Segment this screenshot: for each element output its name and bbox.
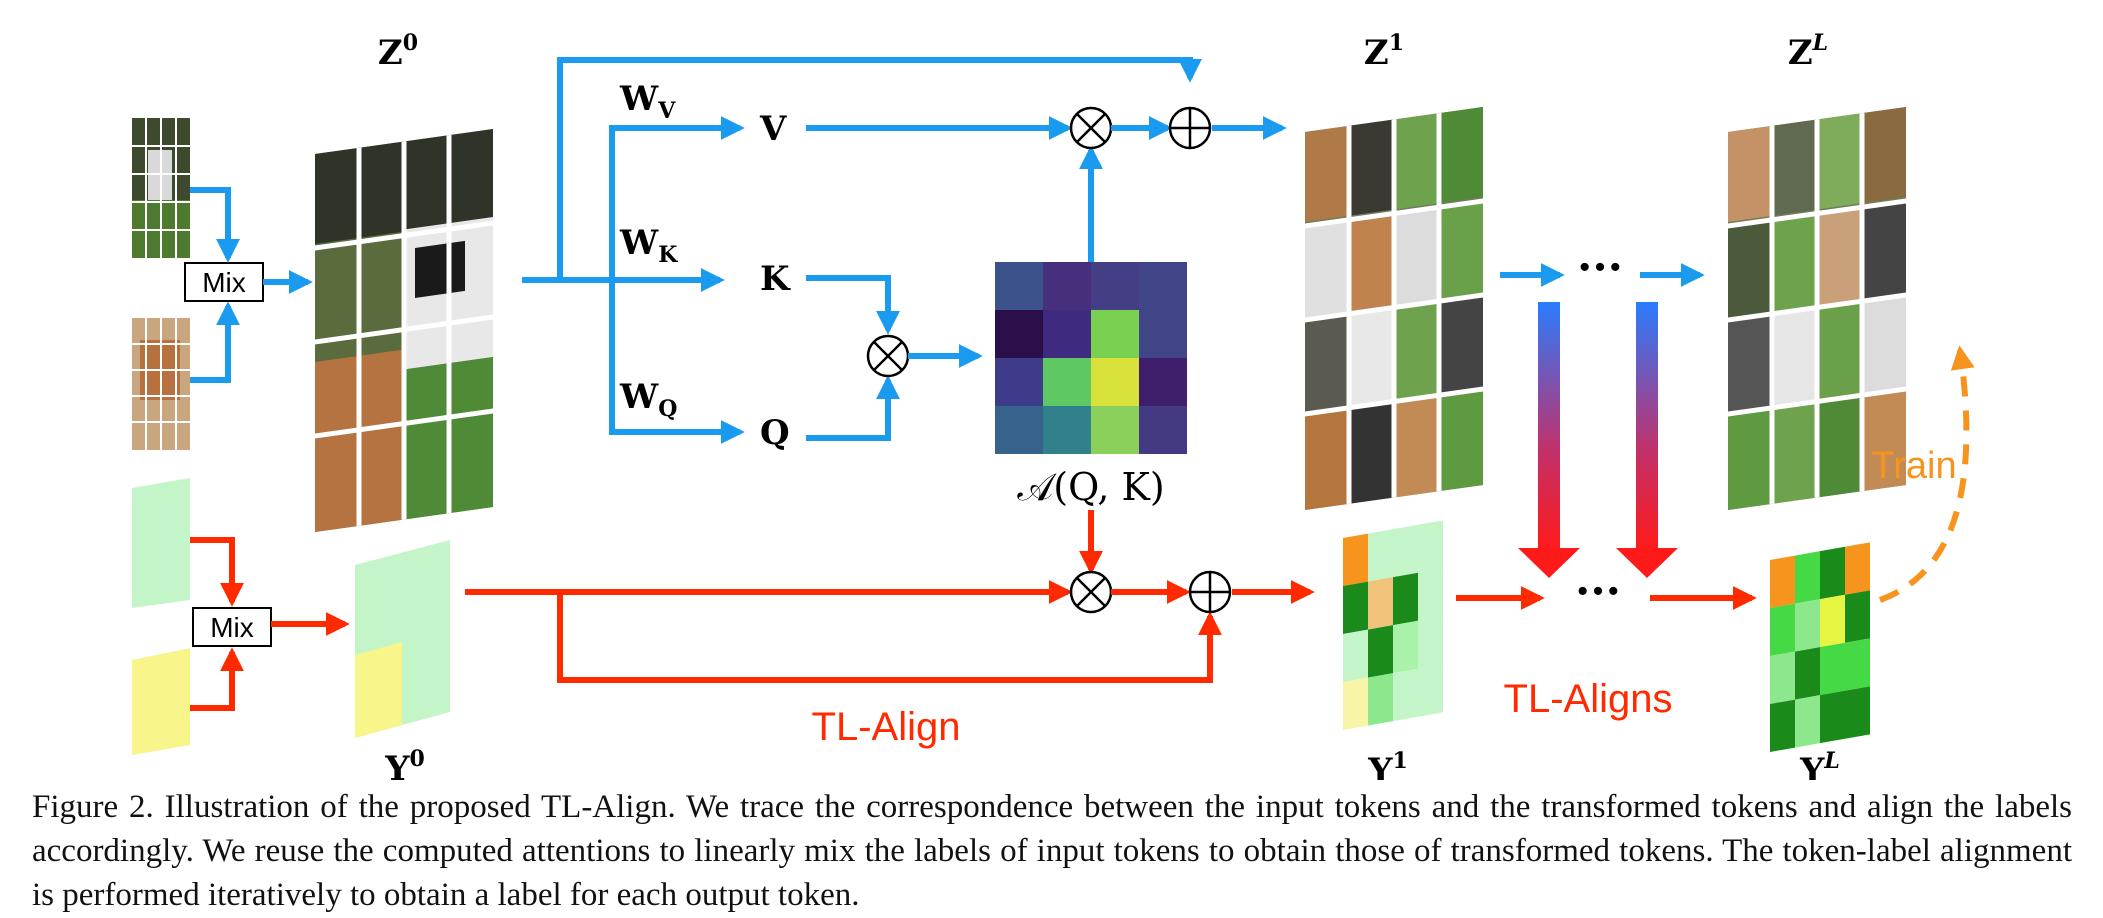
dots-top: ··· (1577, 242, 1623, 293)
v-label: V (759, 109, 787, 149)
arrow-cat-to-mix (190, 301, 240, 383)
train-label: Train (1871, 445, 1956, 487)
svg-text:WQ: WQ (619, 377, 677, 422)
zl-sup: L (1812, 30, 1828, 56)
arrow-dog-to-mix (190, 187, 240, 263)
mix-label-bottom: Mix (210, 612, 254, 643)
figure-diagram: Mix Z0 WV WK WQ V K Q (132, 30, 1975, 791)
wv-label: W (619, 79, 659, 119)
figure-caption: Figure 2. Illustration of the proposed T… (32, 785, 2072, 917)
y1-sup: 1 (1392, 748, 1407, 774)
wv-sub: V (657, 98, 676, 124)
svg-text:ZL: ZL (1788, 30, 1828, 73)
otimes-bottom (1069, 570, 1113, 614)
arrow-to-v (609, 116, 745, 280)
arrow-green-to-mix (190, 537, 244, 607)
gradient-arrow-right (1616, 302, 1678, 578)
svg-text:Z0: Z0 (378, 30, 418, 73)
y0-label: Y (384, 749, 410, 780)
mix-box-bottom: Mix (192, 607, 272, 647)
wq-sub: Q (658, 396, 677, 422)
label-y0 (355, 540, 450, 738)
svg-text:YL: YL (1799, 748, 1840, 780)
z1-sup: 1 (1389, 30, 1404, 56)
input-label-green (132, 478, 190, 608)
z0-label: Z (378, 33, 403, 73)
token-grid-zl (1728, 106, 1906, 510)
z1-label: Z (1364, 33, 1389, 73)
mix-label-top: Mix (202, 267, 246, 298)
token-grid-z0 (315, 128, 493, 532)
svg-text:Y1: Y1 (1367, 748, 1408, 780)
zl-label: Z (1788, 33, 1813, 73)
yl-label: Y (1799, 751, 1825, 780)
caption-text: Illustration of the proposed TL-Align. W… (32, 789, 2073, 913)
k-label: K (760, 259, 791, 299)
mix-box-top: Mix (184, 262, 264, 302)
arrow-q-to-otimes (806, 375, 900, 441)
svg-text:Y0: Y0 (384, 746, 425, 780)
wk-sub: K (658, 242, 678, 268)
train-arrow (1878, 345, 1975, 603)
gradient-arrow-left (1518, 302, 1580, 578)
otimes-kq (866, 334, 910, 378)
tl-align-label: TL-Align (812, 705, 961, 749)
input-label-yellow (132, 648, 190, 755)
caption-label: Figure 2. (32, 789, 154, 825)
label-y1 (1343, 520, 1443, 730)
arrow-residual-top (557, 57, 1202, 280)
q-label: Q (760, 413, 790, 453)
wk-label: W (619, 223, 659, 263)
tl-aligns-label: TL-Aligns (1504, 677, 1673, 721)
oplus-bottom (1188, 570, 1232, 614)
y0-sup: 0 (409, 746, 424, 772)
z0-sup: 0 (403, 30, 418, 56)
input-image-dog (132, 118, 190, 258)
arrow-to-q (609, 280, 745, 444)
dots-bottom: ··· (1575, 566, 1621, 617)
y1-label: Y (1367, 751, 1393, 780)
token-grid-z1 (1305, 106, 1483, 510)
input-image-cat (132, 318, 190, 450)
label-yl (1770, 542, 1870, 752)
oplus-top (1168, 106, 1212, 150)
svg-text:Z1: Z1 (1364, 30, 1404, 73)
otimes-top (1069, 106, 1113, 150)
yl-sup: L (1823, 748, 1839, 774)
svg-text:WK: WK (619, 223, 678, 268)
wq-label: W (619, 377, 659, 417)
arrow-residual-bottom (557, 592, 1222, 683)
svg-text:WV: WV (619, 79, 676, 124)
attention-map (995, 262, 1187, 454)
arrow-yellow-to-mix (190, 647, 244, 711)
arrow-k-to-otimes (806, 275, 900, 335)
attention-label: 𝒜(Q, K) (1017, 465, 1164, 509)
